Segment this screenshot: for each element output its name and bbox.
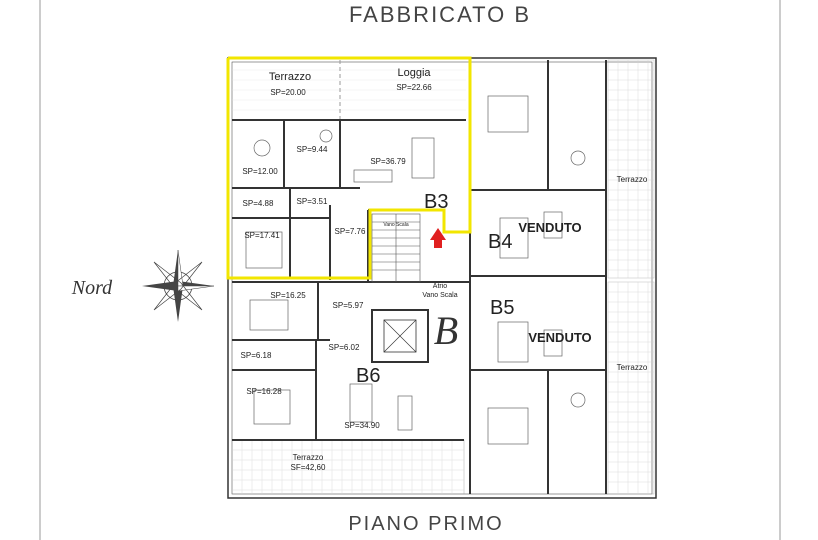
atrio-vano-scala-label: Vano Scala xyxy=(422,292,457,299)
stair-flight xyxy=(371,213,421,283)
b3-sp-9-44: SP=9.44 xyxy=(297,145,328,154)
b6-terrazzo-label: Terrazzo xyxy=(293,453,324,462)
right-terrace-label-top: Terrazzo xyxy=(617,175,648,184)
building-letter: B xyxy=(434,308,458,353)
compass-label: Nord xyxy=(71,277,113,299)
elevator-shaft xyxy=(371,309,429,363)
apartment-label-b4: B4 xyxy=(488,231,512,253)
b4-status-badge: VENDUTO xyxy=(518,220,581,235)
interior-walls xyxy=(232,60,607,494)
apartment-label-b3: B3 xyxy=(424,191,448,213)
b3-terrazzo-label: Terrazzo xyxy=(269,71,311,83)
entrance-arrow xyxy=(430,228,446,248)
right-terrace-hatch xyxy=(607,59,655,495)
b6-sp-34-90: SP=34.90 xyxy=(344,421,380,430)
b6-sp-6-02: SP=6.02 xyxy=(329,343,360,352)
right-terrace-label-bottom: Terrazzo xyxy=(617,363,648,372)
b3-sp-36-79: SP=36.79 xyxy=(370,157,406,166)
b6-sp-16-25: SP=16.25 xyxy=(270,291,306,300)
b3-sp-12-00: SP=12.00 xyxy=(242,167,278,176)
b3-sp-17-41: SP=17.41 xyxy=(244,231,280,240)
apartment-label-b5: B5 xyxy=(490,297,514,319)
atrio-label: Atrio xyxy=(433,283,448,290)
floor-label: PIANO PRIMO xyxy=(348,513,503,535)
b3-highlight-outline xyxy=(226,56,472,280)
b6-sp-6-18: SP=6.18 xyxy=(241,351,272,360)
b3-loggia-label: Loggia xyxy=(397,67,431,79)
b3-sp-3-51: SP=3.51 xyxy=(297,197,328,206)
furniture xyxy=(245,95,586,445)
compass-rose-icon xyxy=(142,249,215,322)
vano-scala-label: Vano Scala xyxy=(383,222,408,228)
b3-sp-4-88: SP=4.88 xyxy=(243,199,274,208)
b5-status-badge: VENDUTO xyxy=(528,330,591,345)
b6-terrazzo-sp: SF=42,60 xyxy=(291,463,326,472)
b3-sp-7-76: SP=7.76 xyxy=(335,227,366,236)
b3-loggia-sp: SP=22.66 xyxy=(396,83,432,92)
b6-sp-5-97: SP=5.97 xyxy=(333,301,364,310)
b3-terrazzo-sp: SP=20.00 xyxy=(270,88,306,97)
b6-sp-16-28: SP=16.28 xyxy=(246,387,282,396)
apartment-label-b6: B6 xyxy=(356,365,380,387)
page-title: FABBRICATO B xyxy=(349,2,531,27)
